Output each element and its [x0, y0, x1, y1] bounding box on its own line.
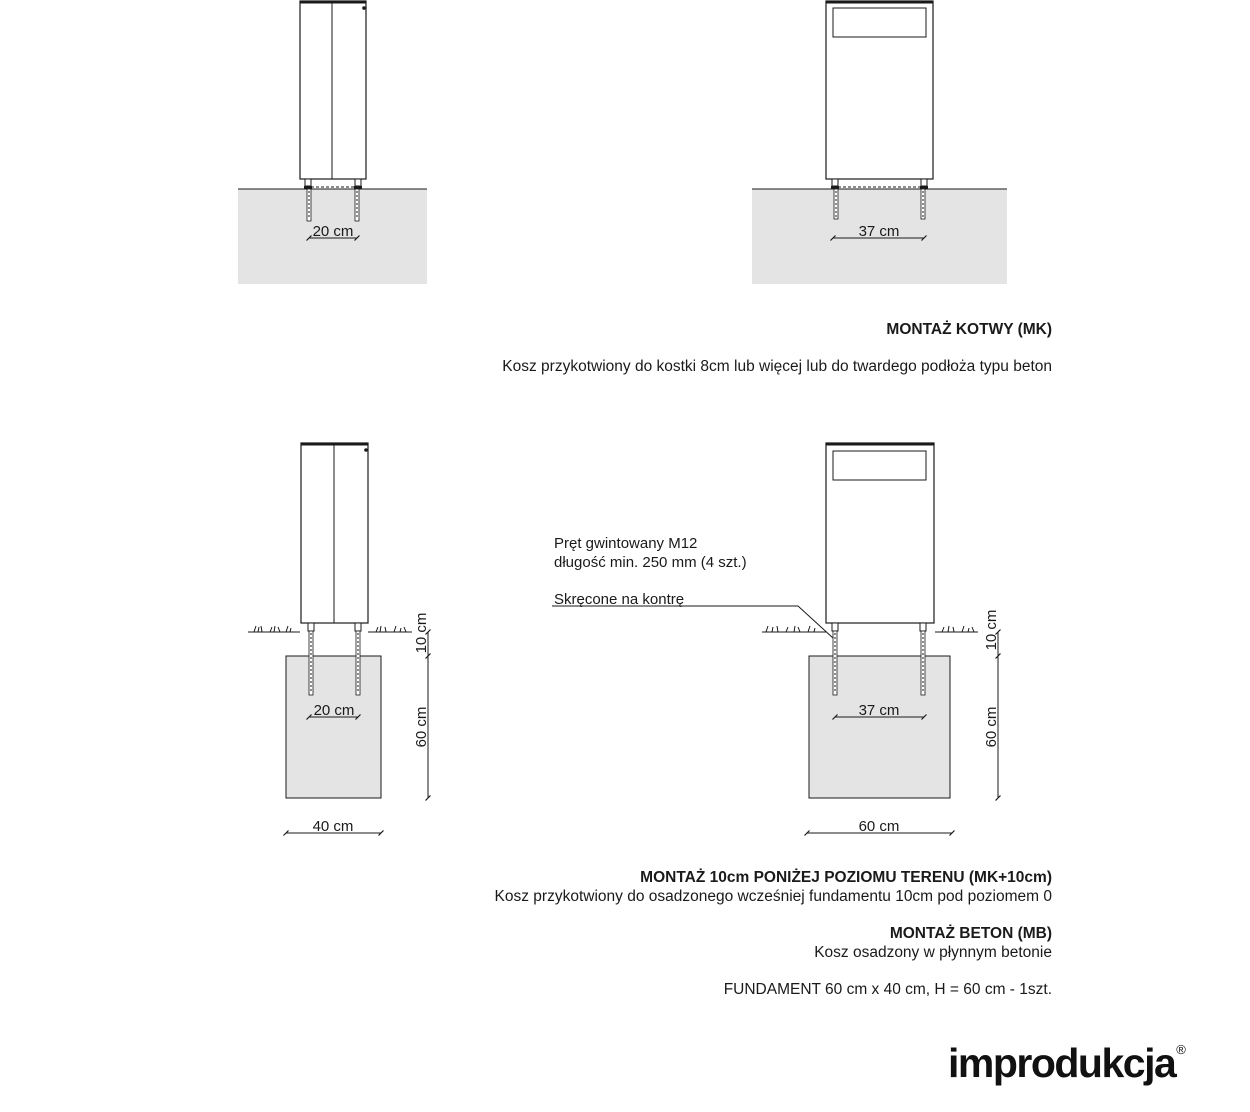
- dimension-label-width: 60 cm: [859, 818, 900, 835]
- section-mk: MONTAŻ KOTWY (MK): [886, 320, 1052, 339]
- bin-side: [299, 0, 367, 180]
- callout-locknut: Skręcone na kontrę: [554, 591, 684, 608]
- section-mk10-description: Kosz przykotwiony do osadzonego wcześnie…: [494, 888, 1052, 905]
- anchor-bolts: [833, 188, 926, 220]
- section-mk-desc: Kosz przykotwiony do kostki 8cm lub więc…: [502, 357, 1052, 376]
- threaded-rods: [307, 622, 362, 696]
- section-mk-description: Kosz przykotwiony do kostki 8cm lub więc…: [502, 358, 1052, 375]
- anchor-feet: [304, 178, 362, 189]
- dimension-label-spacing: 37 cm: [859, 223, 900, 240]
- dimension-label-depth: 60 cm: [983, 707, 1000, 748]
- view-bottom-right-front: 37 cm 10 cm 60 cm 60 cm Pręt gwintowany …: [552, 442, 1001, 836]
- bin-slot: [832, 7, 927, 38]
- foundation-note-text: FUNDAMENT 60 cm x 40 cm, H = 60 cm - 1sz…: [723, 981, 1052, 998]
- bin-front: [825, 0, 934, 180]
- bin-front: [825, 442, 935, 624]
- foundation-block: [285, 655, 382, 799]
- section-mb-title: MONTAŻ BETON (MB): [889, 925, 1052, 942]
- view-top-right-front: 37 cm: [752, 0, 1007, 284]
- section-mk10-title: MONTAŻ 10cm PONIŻEJ POZIOMU TERENU (MK+1…: [640, 869, 1052, 886]
- brand-logo-text: improdukcja: [948, 1040, 1177, 1086]
- anchor-bolts: [306, 188, 360, 222]
- foundation-note: FUNDAMENT 60 cm x 40 cm, H = 60 cm - 1sz…: [724, 980, 1052, 999]
- callout-leader: [552, 605, 834, 639]
- grass-line: [762, 625, 978, 633]
- foundation-block: [808, 655, 951, 799]
- dimension-label-depth: 60 cm: [413, 707, 430, 748]
- bin-slot: [832, 450, 927, 481]
- dimension-label-depth: 10 cm: [413, 613, 430, 654]
- callout-rod-line1: Pręt gwintowany M12: [554, 535, 697, 552]
- brand-logo: improdukcja®: [948, 1040, 1186, 1087]
- view-top-left-side: 20 cm: [238, 0, 427, 284]
- dimension-label-depth: 10 cm: [983, 610, 1000, 651]
- dimension-label-spacing: 20 cm: [314, 702, 355, 719]
- grass-line: [248, 625, 412, 633]
- section-mb: MONTAŻ BETON (MB) Kosz osadzony w płynny…: [814, 924, 1052, 962]
- anchor-feet: [831, 178, 928, 189]
- section-mk-title: MONTAŻ KOTWY (MK): [886, 321, 1052, 338]
- dimension-label-spacing: 37 cm: [859, 702, 900, 719]
- dimension-label-spacing: 20 cm: [313, 223, 354, 240]
- section-mk10: MONTAŻ 10cm PONIŻEJ POZIOMU TERENU (MK+1…: [495, 868, 1052, 906]
- threaded-rods: [831, 622, 927, 696]
- callout-rod-line2: długość min. 250 mm (4 szt.): [554, 554, 747, 571]
- bin-side: [300, 442, 369, 624]
- view-bottom-left-side: 20 cm 10 cm 60 cm 40 cm: [248, 442, 431, 836]
- section-mb-description: Kosz osadzony w płynnym betonie: [814, 944, 1052, 961]
- registered-mark: ®: [1176, 1042, 1186, 1057]
- dimension-label-width: 40 cm: [313, 818, 354, 835]
